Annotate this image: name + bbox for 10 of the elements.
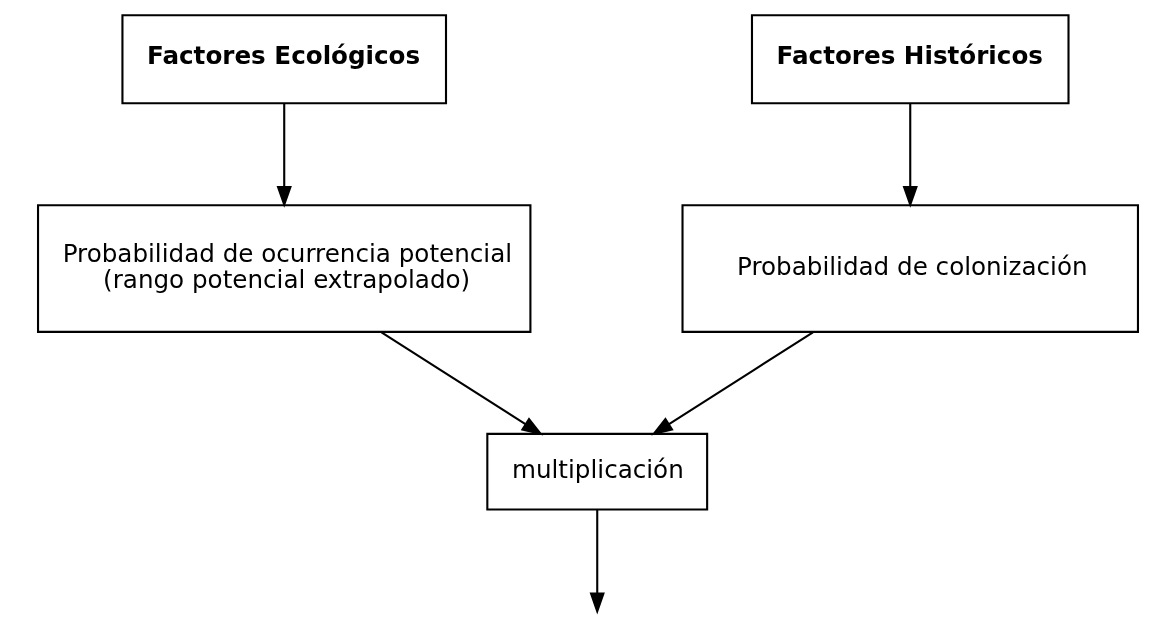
arrow <box>650 331 813 436</box>
node-box: Factores Ecológicos <box>120 14 447 105</box>
node-box: Probabilidad de colonización <box>680 204 1139 333</box>
node-box: Factores Históricos <box>750 14 1070 105</box>
arrow <box>276 103 292 208</box>
arrow <box>902 103 918 208</box>
node-box: multiplicación <box>485 432 708 511</box>
arrow <box>589 509 605 615</box>
arrow <box>380 331 543 436</box>
node-box: Probabilidad de ocurrencia potencial (rango potencial extrapolado) <box>36 204 531 333</box>
